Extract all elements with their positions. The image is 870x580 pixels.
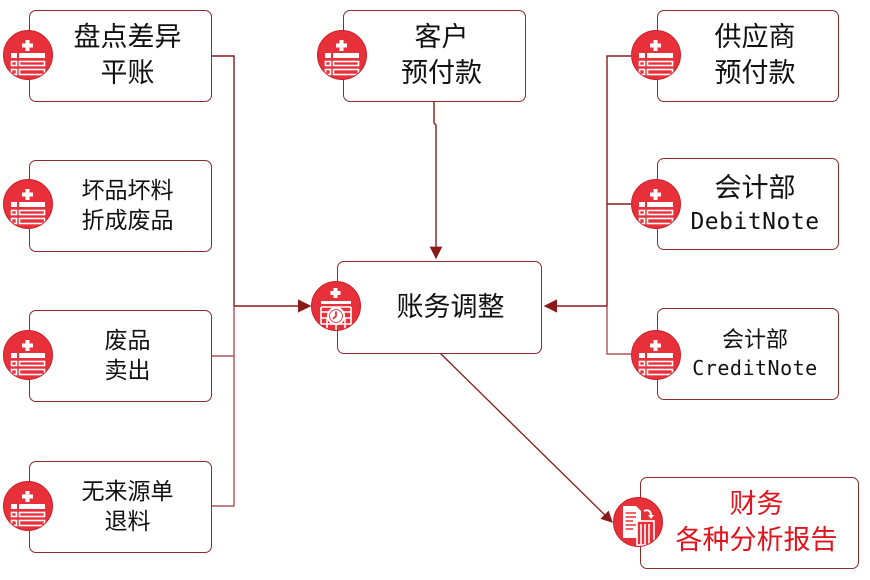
node-label: 供应商 预付款 bbox=[715, 20, 796, 91]
node-label-line: 预付款 bbox=[401, 58, 482, 89]
node-account-adjustment[interactable]: 账务调整 bbox=[337, 261, 542, 354]
node-label-line: 退料 bbox=[104, 509, 151, 535]
add-list-icon bbox=[3, 330, 53, 380]
node-label-line: 坏品坏料 bbox=[81, 177, 174, 204]
add-list-icon bbox=[631, 30, 681, 80]
node-label-line: 会计部 bbox=[714, 173, 796, 204]
node-credit-note[interactable]: 会计部 CreditNote bbox=[657, 308, 839, 400]
node-customer-prepayment[interactable]: 客户 预付款 bbox=[343, 10, 526, 102]
node-supplier-prepayment[interactable]: 供应商 预付款 bbox=[657, 10, 839, 102]
node-label-line: 盘点差异 bbox=[73, 22, 182, 54]
node-label-line: 平账 bbox=[100, 58, 155, 89]
node-damaged-goods[interactable]: 坏品坏料 折成废品 bbox=[29, 160, 212, 252]
node-label-line: DebitNote bbox=[690, 208, 820, 235]
connector-scrap-sale bbox=[211, 306, 235, 357]
node-label: 无来源单 退料 bbox=[82, 477, 174, 538]
node-label: 账务调整 bbox=[397, 290, 505, 326]
node-label-line: 卖出 bbox=[104, 358, 151, 384]
node-debit-note[interactable]: 会计部 DebitNote bbox=[657, 158, 839, 250]
node-label: 坏品坏料 折成废品 bbox=[82, 176, 174, 237]
connector-credit-note bbox=[606, 306, 631, 355]
node-label: 会计部 CreditNote bbox=[692, 326, 817, 381]
node-label-line: 供应商 bbox=[714, 22, 796, 54]
connector-unsourced-return bbox=[211, 356, 235, 507]
add-list-icon bbox=[317, 30, 367, 80]
node-label-line: 账务调整 bbox=[396, 291, 505, 323]
add-list-icon bbox=[3, 30, 53, 80]
node-label: 盘点差异 平账 bbox=[74, 20, 182, 91]
add-list-icon bbox=[631, 179, 681, 229]
node-label: 财务 各种分析报告 bbox=[676, 487, 838, 558]
arrow-center-to-report bbox=[439, 352, 613, 523]
node-financial-reports[interactable]: 财务 各种分析报告 bbox=[640, 477, 859, 569]
calendar-clock-icon bbox=[311, 281, 361, 331]
node-label-line: 客户 bbox=[414, 22, 469, 54]
node-inventory-variance[interactable]: 盘点差异 平账 bbox=[29, 10, 212, 102]
connector-supplier-prepayment bbox=[606, 55, 631, 306]
node-label: 客户 预付款 bbox=[401, 20, 482, 91]
report-document-icon bbox=[613, 497, 663, 547]
node-label-line: 各种分析报告 bbox=[675, 525, 838, 556]
node-label-line: 废品 bbox=[104, 327, 151, 354]
node-label-line: 会计部 bbox=[721, 328, 788, 354]
add-list-icon bbox=[3, 481, 53, 531]
node-scrap-sale[interactable]: 废品 卖出 bbox=[29, 310, 212, 402]
node-label-line: 折成废品 bbox=[81, 208, 174, 234]
node-label-line: 预付款 bbox=[714, 58, 796, 89]
connector-inventory-variance bbox=[211, 55, 235, 306]
node-label-line: 财务 bbox=[729, 489, 784, 521]
add-list-icon bbox=[3, 179, 53, 229]
arrow-top-to-center bbox=[429, 101, 443, 260]
node-label: 废品 卖出 bbox=[105, 326, 151, 387]
node-label: 会计部 DebitNote bbox=[690, 171, 819, 237]
node-label-line: 无来源单 bbox=[81, 478, 174, 505]
node-unsourced-return[interactable]: 无来源单 退料 bbox=[29, 461, 212, 553]
node-label-line: CreditNote bbox=[692, 356, 818, 381]
add-list-icon bbox=[631, 330, 681, 380]
